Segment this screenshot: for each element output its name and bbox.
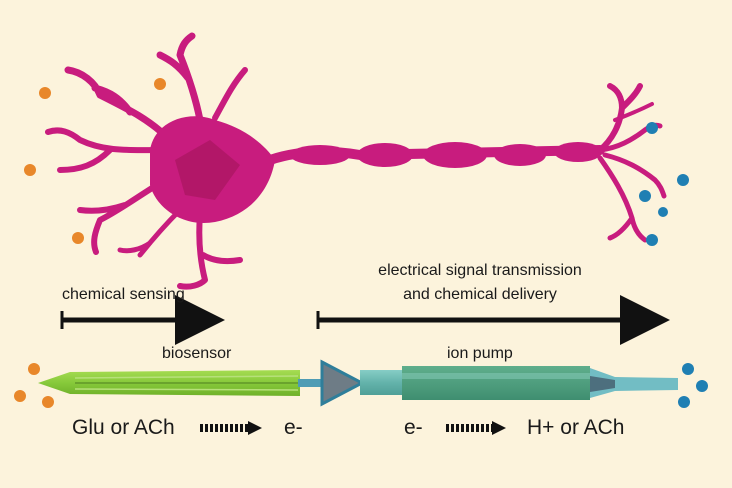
h-or-ach-label: H+ or ACh — [527, 416, 625, 439]
dendrite — [212, 67, 248, 121]
orange-molecule — [72, 232, 84, 244]
dendrite — [156, 32, 204, 124]
ion-pump-device — [320, 359, 678, 407]
device-output-molecules — [678, 363, 708, 408]
ion-pump-label: ion pump — [447, 345, 513, 362]
orange-molecule — [14, 390, 26, 402]
dendrite — [177, 212, 243, 290]
blue-molecule — [658, 207, 668, 217]
ion-pump-reservoir — [322, 362, 362, 404]
myelin-segment — [423, 142, 487, 168]
soma-core — [175, 140, 240, 200]
connector-wire — [298, 379, 324, 387]
orange-molecule — [39, 87, 51, 99]
blue-molecule — [682, 363, 694, 375]
electron-right-label: e- — [404, 416, 423, 439]
myelin-segment — [357, 143, 413, 167]
biosensor-inner-line — [74, 388, 299, 391]
transmission-label-line2: and chemical delivery — [403, 286, 557, 303]
ion-pump-channel — [360, 370, 405, 395]
ion-pump-tip — [590, 368, 678, 398]
axon-terminal — [613, 102, 654, 122]
transmission-label-line1: electrical signal transmission — [378, 262, 582, 279]
dotted-arrow-left — [200, 421, 262, 435]
dendrite — [64, 66, 174, 144]
blue-molecule — [677, 174, 689, 186]
dotted-arrow-right — [446, 421, 506, 435]
ion-pump-reservoir-outline — [320, 359, 366, 407]
orange-molecule — [42, 396, 54, 408]
blue-molecule — [678, 396, 690, 408]
output-molecules — [639, 122, 689, 246]
dendrite — [117, 207, 183, 258]
dendrite — [45, 127, 163, 173]
ion-pump-body — [402, 366, 590, 400]
myelin-segment — [554, 142, 602, 162]
blue-molecule — [639, 190, 651, 202]
input-molecules — [24, 78, 166, 244]
axon-terminal — [597, 155, 648, 243]
blue-molecule — [646, 122, 658, 134]
orange-molecule — [24, 164, 36, 176]
device-input-molecules — [14, 363, 54, 408]
glu-or-ach-label: Glu or ACh — [72, 416, 175, 439]
myelin-segment — [494, 144, 546, 166]
biosensor-device — [38, 370, 300, 396]
biosensor-label: biosensor — [162, 345, 232, 362]
orange-molecule — [154, 78, 166, 90]
electron-left-label: e- — [284, 416, 303, 439]
myelin-segment — [290, 145, 350, 165]
ion-pump-tip-dark — [590, 376, 615, 392]
blue-molecule — [696, 380, 708, 392]
blue-molecule — [646, 234, 658, 246]
ion-pump-stripe — [402, 373, 590, 379]
chemical-sensing-label: chemical sensing — [62, 286, 185, 303]
neuron — [45, 32, 667, 290]
axon-terminal — [602, 152, 667, 199]
biosensor-inner-line — [74, 375, 299, 379]
orange-molecule — [28, 363, 40, 375]
